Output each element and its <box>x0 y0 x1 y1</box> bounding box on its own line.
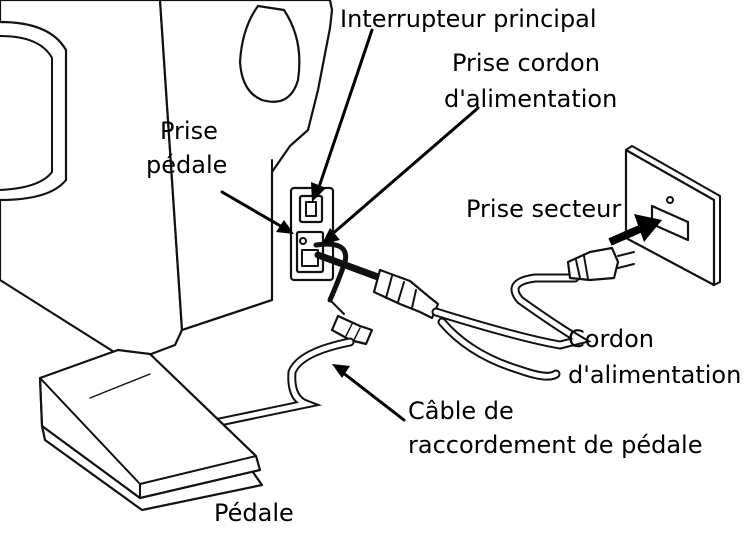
main-switch-arrowhead <box>311 182 326 202</box>
power-socket-arrowhead <box>322 228 340 244</box>
back-panel <box>289 186 335 282</box>
power-socket-arrow <box>328 106 480 238</box>
label-pedal-socket-line2: pédale <box>146 151 228 179</box>
label-power-socket-line1: Prise cordon <box>452 49 600 77</box>
label-power-socket-line2: d'alimentation <box>444 85 618 113</box>
foot-pedal <box>38 348 264 512</box>
pedal-socket-arrow <box>220 190 286 230</box>
label-power-cord-line1: Cordon <box>568 325 655 353</box>
label-wall-outlet: Prise secteur <box>466 195 622 223</box>
label-pedal-cable-line2: raccordement de pédale <box>408 431 703 459</box>
plug-direction-arrowhead <box>634 214 662 242</box>
power-cord <box>314 246 635 381</box>
callout-arrows <box>220 28 662 422</box>
label-pedal-cable-line1: Câble de <box>408 397 514 425</box>
label-power-cord-line2: d'alimentation <box>568 361 742 389</box>
wall-outlet <box>624 145 721 287</box>
label-main-switch: Interrupteur principal <box>340 5 597 33</box>
label-pedal: Pédale <box>214 499 294 527</box>
plug-direction-arrow <box>608 224 644 246</box>
main-switch-arrow <box>316 28 374 192</box>
pedal-cable <box>145 241 374 435</box>
sewing-machine <box>0 0 334 364</box>
pedal-cable-arrowhead <box>332 364 350 378</box>
pedal-cable-arrow <box>340 370 406 422</box>
label-pedal-socket-line1: Prise <box>160 117 218 145</box>
pedal-socket-arrowhead <box>276 220 294 234</box>
